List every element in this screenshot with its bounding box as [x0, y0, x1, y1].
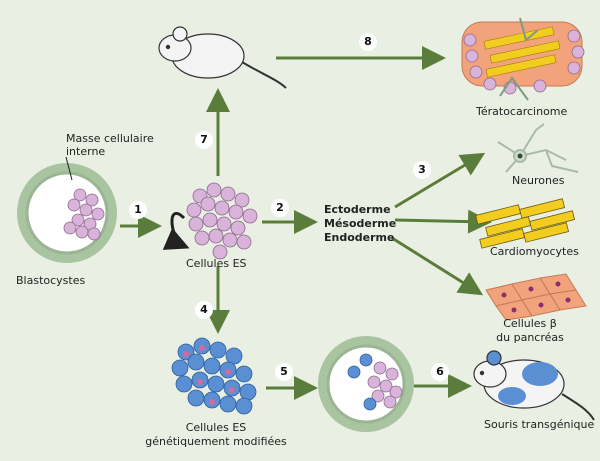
- blastocyst-illustration: [17, 163, 117, 263]
- inner-cell-mass-pointer: [65, 156, 73, 181]
- step-1-badge: 1: [129, 201, 147, 219]
- beta-cells-illustration: [485, 273, 587, 321]
- neurons-label: Neurones: [512, 174, 565, 187]
- cardiomyocytes-label: Cardiomyocytes: [490, 245, 579, 258]
- injected-blastocyst-illustration: [318, 336, 414, 432]
- inner-cell-mass-label: Masse cellulaire interne: [66, 132, 154, 158]
- transgenic-mouse-label: Souris transgénique: [484, 418, 595, 431]
- step-8-badge: 8: [359, 33, 377, 51]
- ectoderm-label: Ectoderme: [324, 203, 391, 216]
- step-2-badge: 2: [271, 199, 289, 217]
- arrow-3-beta: [391, 236, 484, 296]
- teratocarcinoma-label: Tératocarcinome: [476, 105, 568, 118]
- mesoderm-label: Mésoderme: [324, 217, 397, 230]
- step-3-badge: 3: [413, 161, 431, 179]
- beta-cells-label-line1: Cellules β: [503, 317, 557, 330]
- cardiomyocytes-illustration: [475, 198, 576, 249]
- es-cells-label: Cellules ES: [186, 257, 247, 270]
- modified-es-label-line1: Cellules ES: [185, 421, 247, 434]
- self-renewal-arrow: [162, 212, 190, 250]
- transgenic-mouse-illustration: [473, 350, 595, 421]
- step-7-badge: 7: [195, 131, 213, 149]
- step-6-badge: 6: [431, 363, 449, 381]
- endoderm-label: Endoderme: [324, 231, 395, 244]
- arrow-3-neurons: [394, 152, 486, 209]
- es-cells-illustration: [186, 182, 258, 260]
- step-5-badge: 5: [275, 363, 293, 381]
- modified-es-label-line2: génétiquement modifiées: [145, 435, 287, 448]
- neuron-illustration: [497, 123, 579, 173]
- modified-es-cells-illustration: [171, 337, 257, 415]
- beta-cells-label-line2: du pancréas: [496, 331, 564, 344]
- mouse-illustration: [158, 26, 287, 89]
- step-4-badge: 4: [195, 301, 213, 319]
- blastocysts-label: Blastocystes: [16, 274, 86, 287]
- arrow-3-cardio: [394, 209, 492, 234]
- teratocarcinoma-illustration: [461, 17, 585, 101]
